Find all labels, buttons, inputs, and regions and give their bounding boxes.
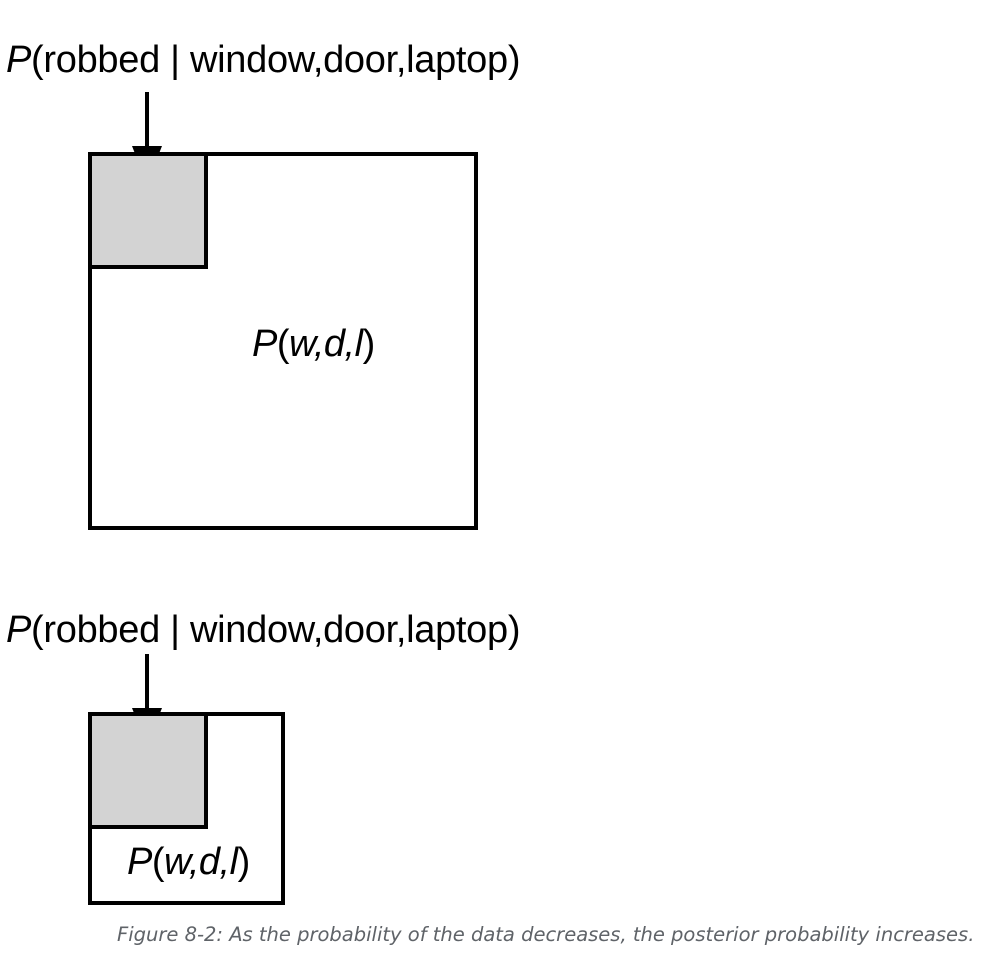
bottom-box-label-open: ( <box>151 841 165 883</box>
bottom-arrow-shaft <box>145 654 149 714</box>
bottom-box-label-p: P <box>127 841 152 883</box>
top-arrow-shaft <box>145 92 149 152</box>
top-box-label: P(w,d,l) <box>252 323 375 366</box>
bottom-box-label-close: ) <box>237 841 251 883</box>
top-data-probability-box: P(w,d,l) <box>88 152 478 530</box>
bottom-posterior-label-text: (robbed | window,door,laptop) <box>31 609 521 651</box>
top-box-label-close: ) <box>362 323 376 365</box>
bottom-box-label: P(w,d,l) <box>127 841 250 884</box>
top-box-label-p: P <box>252 323 277 365</box>
figure-caption: Figure 8-2: As the probability of the da… <box>117 923 975 946</box>
bottom-posterior-label-p: P <box>6 609 32 651</box>
top-posterior-label-p: P <box>6 39 32 81</box>
bottom-posterior-label: P(robbed | window,door,laptop) <box>6 608 521 652</box>
top-shaded-region <box>88 152 208 269</box>
top-box-label-open: ( <box>276 323 290 365</box>
bottom-shaded-region <box>88 712 208 829</box>
top-posterior-label: P(robbed | window,door,laptop) <box>6 38 521 82</box>
bottom-box-label-args: w,d,l <box>164 841 238 883</box>
top-box-label-args: w,d,l <box>289 323 363 365</box>
bottom-data-probability-box: P(w,d,l) <box>88 712 285 905</box>
top-posterior-label-text: (robbed | window,door,laptop) <box>31 39 521 81</box>
